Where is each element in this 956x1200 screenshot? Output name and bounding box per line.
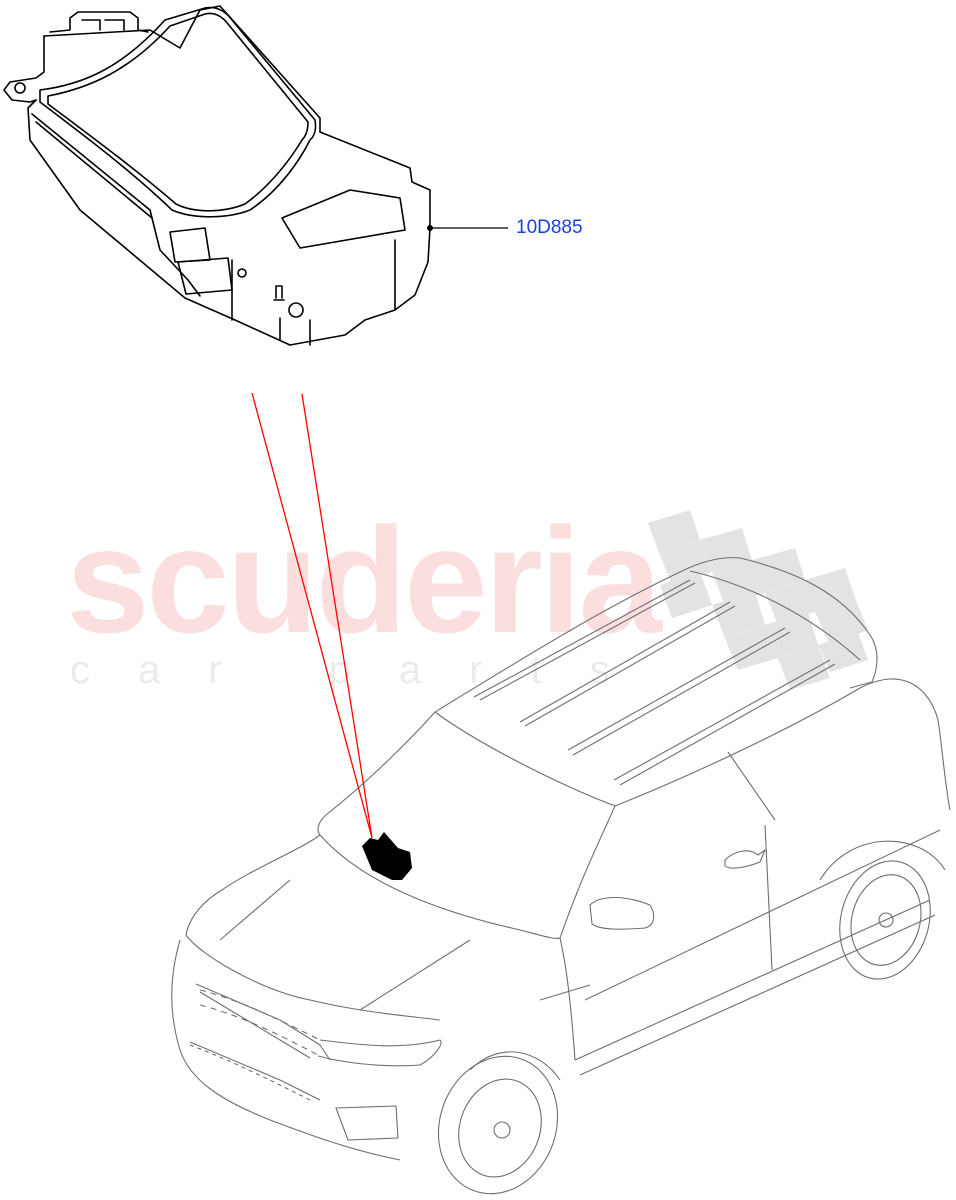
part-callout-10d885[interactable]: 10D885 [516,217,583,238]
module-location-highlight [362,832,412,880]
callout-leader-line [427,225,508,231]
watermark-sub-text: car parts [70,648,658,692]
watermark-main-text: scuderia [66,496,662,664]
